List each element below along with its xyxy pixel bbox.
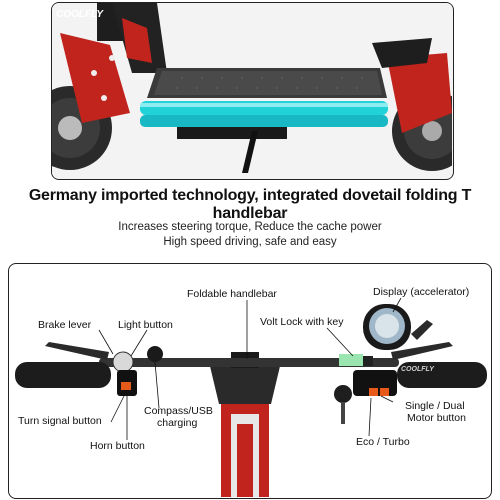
red-stem	[221, 392, 269, 497]
key-lock[interactable]	[334, 385, 352, 403]
label-light-button: Light button	[118, 319, 173, 331]
left-switch-cluster	[112, 346, 163, 396]
motor-button[interactable]	[380, 388, 389, 396]
grip-brand-mark: COOLFLY	[401, 366, 435, 373]
label-compass-usb-1: Compass/USB	[144, 405, 213, 417]
handlebar-diagram: COOLFLY	[8, 263, 492, 499]
label-turn-signal: Turn signal button	[18, 415, 102, 427]
label-single-dual-2: Motor button	[407, 412, 466, 424]
label-foldable-handlebar: Foldable handlebar	[187, 288, 277, 300]
folding-clamp	[209, 362, 281, 404]
handlebar-bar	[99, 358, 399, 367]
key	[341, 402, 345, 424]
battery-box	[177, 127, 287, 139]
eco-turbo-button[interactable]	[369, 388, 378, 396]
headline: Germany imported technology, integrated …	[28, 187, 472, 222]
subtitle-line-1: Increases steering torque, Reduce the ca…	[118, 221, 382, 233]
right-brake-lever	[391, 342, 453, 360]
photo-brand-mark: COOLFLY	[56, 9, 104, 20]
label-brake-lever: Brake lever	[38, 319, 92, 331]
label-eco-turbo: Eco / Turbo	[356, 436, 410, 448]
left-grip	[15, 362, 111, 388]
label-volt-lock: Volt Lock with key	[260, 316, 344, 328]
left-brake-lever	[45, 342, 109, 360]
front-frame	[60, 3, 167, 123]
handlebar-illustration: COOLFLY	[15, 286, 487, 497]
label-compass-usb-2: charging	[157, 417, 197, 429]
display-unit	[363, 304, 433, 350]
scooter-illustration: COOLFLY	[52, 3, 452, 178]
volt-lock-panel	[339, 354, 373, 366]
compass-usb-port	[147, 346, 163, 362]
right-grip	[397, 362, 487, 388]
rear-frame	[372, 38, 452, 133]
throttle-trigger[interactable]	[411, 320, 433, 340]
scooter-deck-photo: COOLFLY	[51, 2, 454, 180]
label-display: Display (accelerator)	[373, 286, 469, 298]
label-single-dual-1: Single / Dual	[405, 400, 465, 412]
subtitle-line-2: High speed driving, safe and easy	[163, 236, 337, 248]
turn-signal-button[interactable]	[121, 382, 131, 390]
deck-light-strip	[140, 101, 388, 127]
kickstand	[242, 131, 258, 173]
label-horn: Horn button	[90, 440, 145, 452]
right-switch-cluster	[334, 370, 397, 424]
deck	[147, 68, 387, 98]
callout-lines	[98, 297, 402, 440]
